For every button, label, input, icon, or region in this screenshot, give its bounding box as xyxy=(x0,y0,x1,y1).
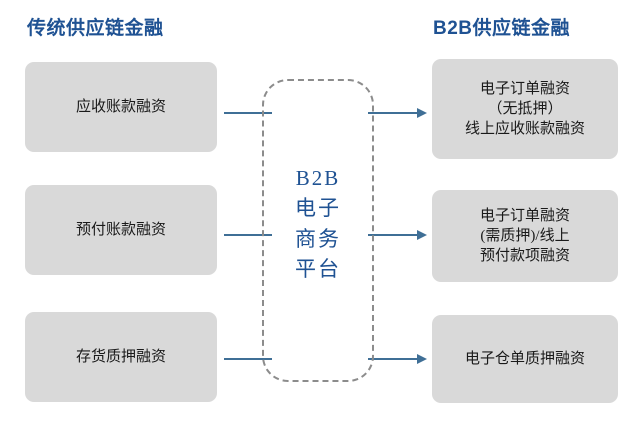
right-box-label-line-1: 电子订单融资 xyxy=(479,207,570,224)
right-box-label-line-1: 电子订单融资 xyxy=(479,80,570,97)
right-box-electronic-order-financing-pledged: 电子订单融资 (需质押)/线上 预付款项融资 xyxy=(432,190,618,282)
platform-label-line-4: 平台 xyxy=(295,257,341,282)
platform-label: B2B 电子 商务 平台 xyxy=(262,163,374,285)
right-box-label-line-1: 电子仓单质押融资 xyxy=(464,350,585,367)
platform-dashed-container xyxy=(262,79,374,382)
connector-left-row-2 xyxy=(224,234,272,236)
platform-label-line-2: 电子 xyxy=(295,196,341,221)
connector-arrow-right-row-1 xyxy=(368,108,427,118)
right-box-electronic-order-financing-unsecured: 电子订单融资 （无抵押） 线上应收账款融资 xyxy=(432,59,618,159)
right-box-label-line-2: （无抵押） xyxy=(487,100,563,117)
connector-left-row-1 xyxy=(224,112,272,114)
left-box-inventory-pledge-financing: 存货质押融资 xyxy=(25,312,217,402)
right-box-electronic-warehouse-receipt-pledge-financing: 电子仓单质押融资 xyxy=(432,315,618,403)
platform-label-line-3: 商务 xyxy=(295,226,341,251)
left-box-prepayment-financing: 预付账款融资 xyxy=(25,185,217,275)
left-box-label: 应收账款融资 xyxy=(75,98,166,115)
platform-label-line-1: B2B xyxy=(295,166,341,190)
connector-left-row-3 xyxy=(224,358,272,360)
right-box-label-line-3: 预付款项融资 xyxy=(479,248,570,265)
heading-traditional-supply-chain-finance: 传统供应链金融 xyxy=(27,18,164,39)
heading-b2b-supply-chain-finance: B2B供应链金融 xyxy=(433,18,571,39)
left-box-label: 存货质押融资 xyxy=(75,348,166,365)
right-box-label-line-2: (需质押)/线上 xyxy=(480,227,570,244)
left-box-accounts-receivable-financing: 应收账款融资 xyxy=(25,62,217,152)
right-box-label-line-3: 线上应收账款融资 xyxy=(464,121,585,138)
connector-arrow-right-row-3 xyxy=(368,354,427,364)
connector-arrow-right-row-2 xyxy=(368,230,427,240)
left-box-label: 预付账款融资 xyxy=(75,221,166,238)
